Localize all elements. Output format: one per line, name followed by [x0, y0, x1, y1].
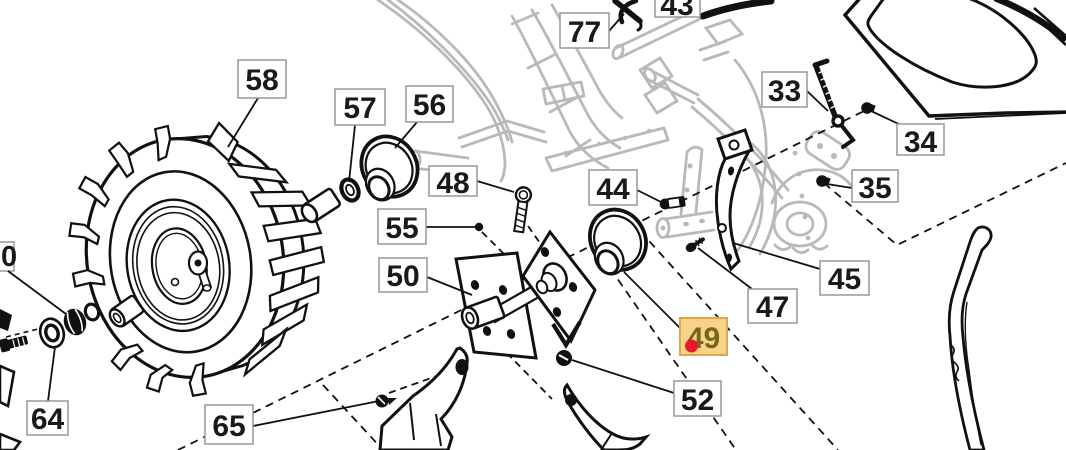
svg-text:55: 55: [385, 212, 418, 245]
svg-text:50: 50: [386, 260, 419, 293]
svg-text:56: 56: [413, 89, 446, 122]
svg-text:47: 47: [756, 291, 789, 324]
svg-text:77: 77: [568, 16, 601, 49]
svg-text:57: 57: [343, 92, 376, 125]
svg-text:35: 35: [858, 172, 891, 205]
svg-text:65: 65: [212, 410, 245, 443]
svg-text:64: 64: [31, 403, 65, 436]
svg-text:48: 48: [436, 167, 469, 200]
svg-text:33: 33: [768, 75, 801, 108]
svg-text:52: 52: [681, 384, 714, 417]
svg-text:45: 45: [828, 263, 861, 296]
svg-text:44: 44: [596, 173, 630, 206]
svg-text:34: 34: [904, 126, 938, 159]
svg-text:43: 43: [660, 0, 693, 22]
svg-text:58: 58: [245, 64, 278, 97]
svg-text:0: 0: [1, 241, 17, 273]
